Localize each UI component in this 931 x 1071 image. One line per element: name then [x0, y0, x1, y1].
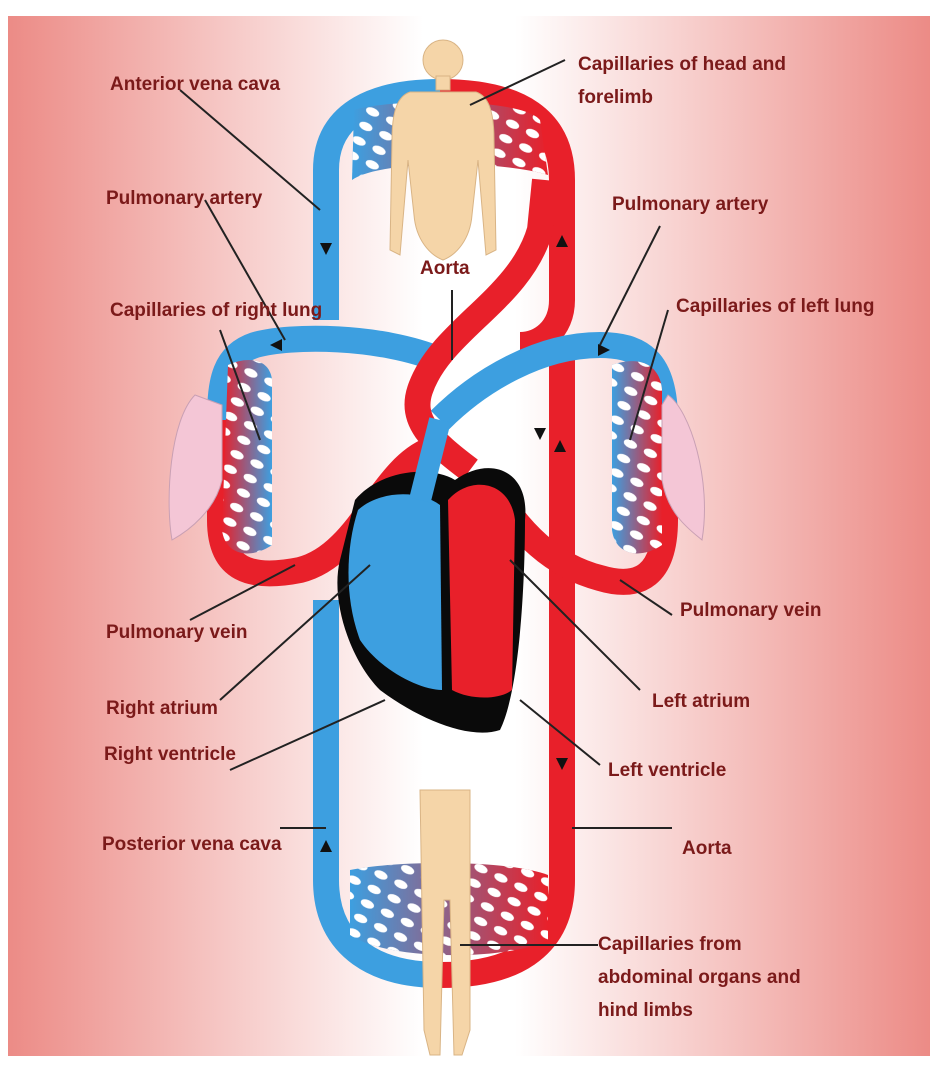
label-pulmonary-vein-right: Pulmonary vein	[680, 594, 822, 627]
label-aorta-top: Aorta	[420, 252, 470, 285]
label-left-atrium: Left atrium	[652, 685, 750, 718]
label-capillaries-abdominal-line3: hind limbs	[598, 994, 801, 1027]
label-anterior-vena-cava: Anterior vena cava	[110, 68, 280, 101]
label-pulmonary-artery-right: Pulmonary artery	[612, 188, 768, 221]
label-right-atrium: Right atrium	[106, 692, 218, 725]
label-pulmonary-vein-left: Pulmonary vein	[106, 616, 248, 649]
label-capillaries-head-line1: Capillaries of head and	[578, 48, 786, 81]
label-capillaries-abdominal-line1: Capillaries from	[598, 928, 801, 961]
label-capillaries-left-lung: Capillaries of left lung	[676, 290, 874, 323]
label-right-ventricle: Right ventricle	[104, 738, 236, 771]
label-capillaries-abdominal-line2: abdominal organs and	[598, 961, 801, 994]
label-capillaries-abdominal: Capillaries from abdominal organs and hi…	[598, 928, 801, 1027]
label-left-ventricle: Left ventricle	[608, 754, 726, 787]
label-posterior-vena-cava: Posterior vena cava	[102, 828, 282, 861]
label-capillaries-head-line2: forelimb	[578, 81, 786, 114]
label-capillaries-right-lung: Capillaries of right lung	[110, 294, 322, 327]
label-capillaries-head-forelimb: Capillaries of head and forelimb	[578, 48, 786, 114]
label-aorta-bottom: Aorta	[682, 832, 732, 865]
label-pulmonary-artery-left: Pulmonary artery	[106, 182, 262, 215]
